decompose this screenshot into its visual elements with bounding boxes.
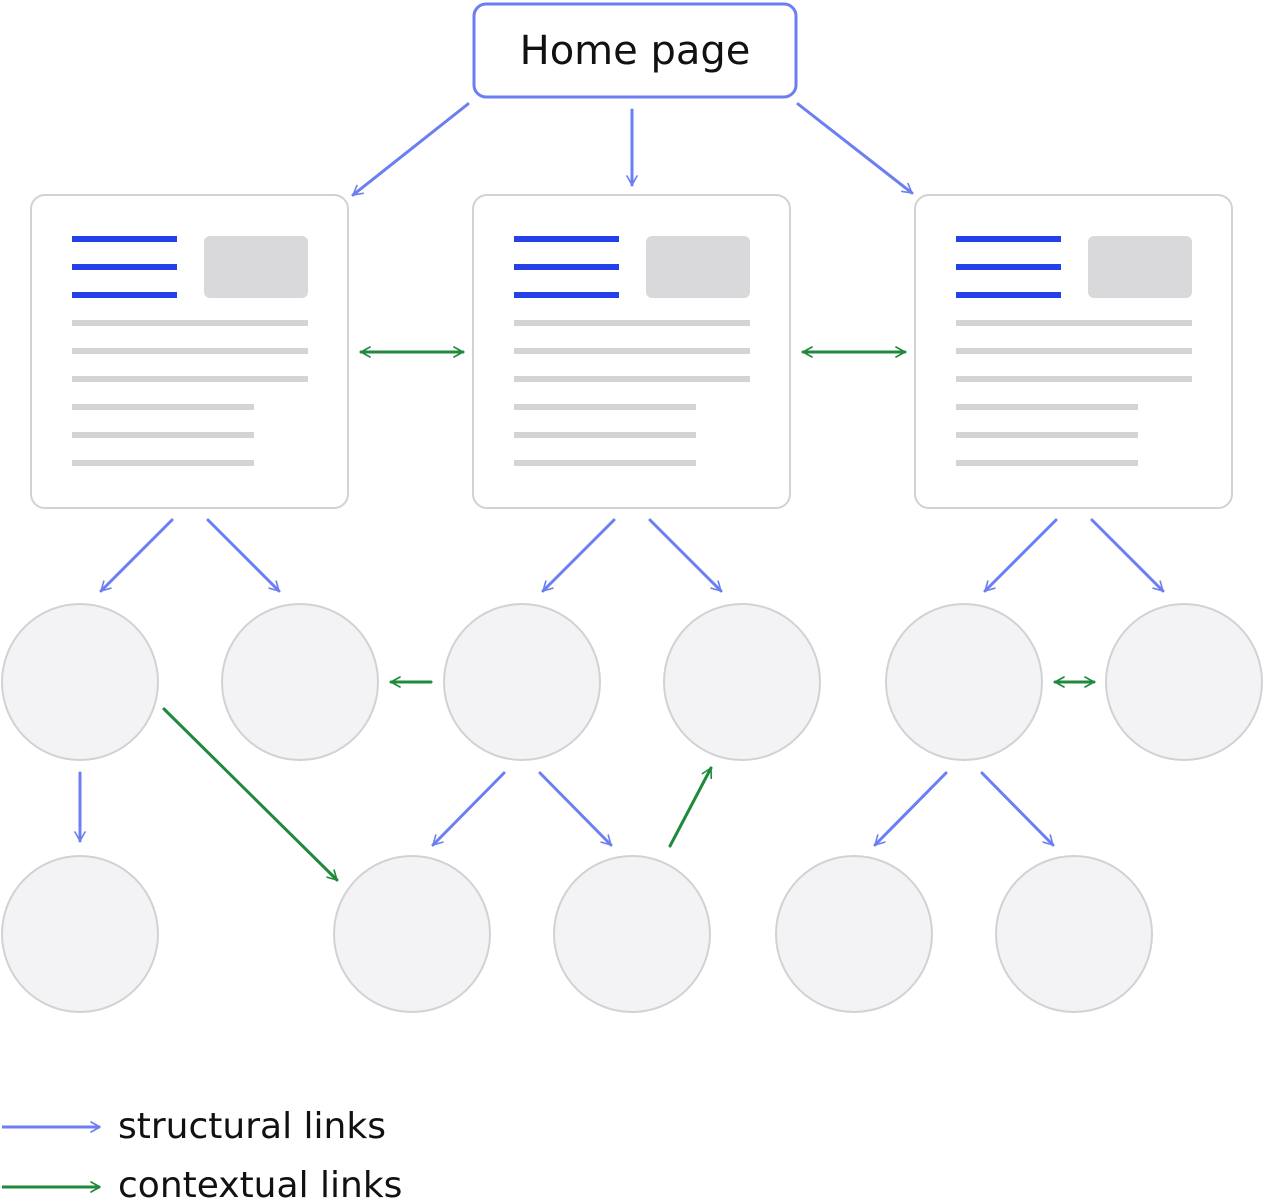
subpage-node xyxy=(775,855,933,1013)
structural-link-arrow xyxy=(796,102,914,195)
structural-link-arrow xyxy=(1090,518,1165,593)
subpage-node xyxy=(663,603,821,761)
subpage-node xyxy=(221,603,379,761)
contextual-link-arrow xyxy=(162,707,339,882)
legend-contextual-label: contextual links xyxy=(118,1165,402,1202)
structural-link-arrow xyxy=(351,102,470,197)
page-card xyxy=(30,194,349,509)
subpage-node xyxy=(1105,603,1263,761)
legend-structural-label: structural links xyxy=(118,1106,386,1147)
subpage-node xyxy=(1,855,159,1013)
home-page-label: Home page xyxy=(520,28,751,74)
page-card xyxy=(472,194,791,509)
subpage-node xyxy=(443,603,601,761)
structural-link-arrow xyxy=(431,771,506,847)
contextual-link-arrow xyxy=(668,766,713,848)
links xyxy=(74,102,1165,882)
subpage-node xyxy=(1,603,159,761)
structural-link-arrow xyxy=(206,518,281,593)
structural-link-arrow xyxy=(99,518,174,593)
subpage-node xyxy=(553,855,711,1013)
structural-link-arrow xyxy=(541,518,616,593)
legend: structural links contextual links xyxy=(2,1106,402,1202)
subpage-nodes xyxy=(1,603,1263,1013)
image-placeholder xyxy=(204,236,308,298)
structural-link-arrow xyxy=(980,771,1055,847)
subpage-node xyxy=(995,855,1153,1013)
subpage-node xyxy=(333,855,491,1013)
image-placeholder xyxy=(646,236,750,298)
image-placeholder xyxy=(1088,236,1192,298)
category-pages xyxy=(30,194,1233,509)
home-page-node: Home page xyxy=(472,2,798,99)
page-card xyxy=(914,194,1233,509)
structural-link-arrow xyxy=(873,771,948,847)
structural-link-arrow xyxy=(538,771,613,847)
structural-link-arrow xyxy=(983,518,1058,593)
structural-link-arrow xyxy=(648,518,723,593)
subpage-node xyxy=(885,603,1043,761)
